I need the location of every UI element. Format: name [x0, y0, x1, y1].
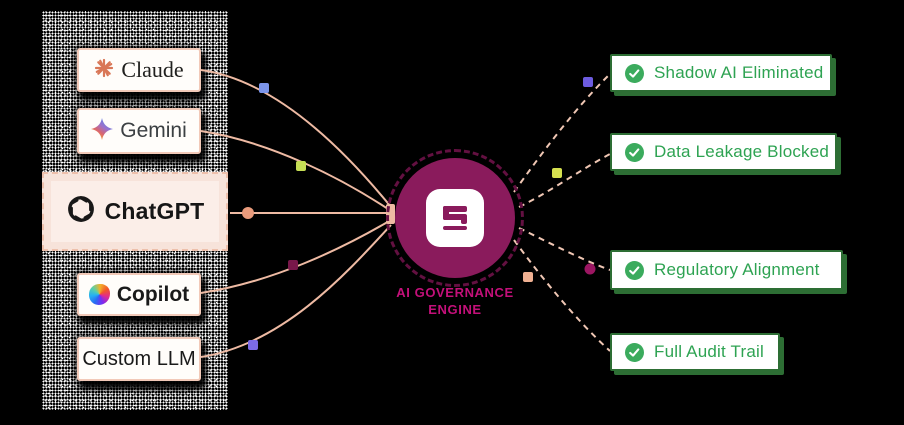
source-box-chatgpt: ChatGPT	[51, 181, 219, 242]
node-copilot	[288, 260, 298, 270]
source-box-custom-llm: Custom LLM	[77, 337, 201, 381]
copilot-icon	[88, 284, 110, 305]
node-gemini	[296, 161, 306, 171]
openai-icon	[66, 194, 96, 229]
source-box-chatgpt-highlighted: ChatGPT	[42, 172, 228, 251]
node-shadow-ai	[583, 77, 593, 87]
node-audit	[523, 272, 533, 282]
source-label: Claude	[121, 57, 184, 82]
outcome-label: Data Leakage Blocked	[654, 142, 830, 161]
outcome-shadow-ai-eliminated: Shadow AI Eliminated	[610, 54, 832, 92]
claude-starburst-icon	[94, 58, 114, 83]
node-regulatory	[584, 263, 596, 275]
ai-governance-engine-node	[386, 149, 524, 287]
check-icon	[625, 142, 644, 162]
s-logo-icon	[426, 189, 484, 247]
check-icon	[625, 63, 644, 83]
outcome-label: Regulatory Alignment	[654, 260, 820, 279]
outcome-label: Shadow AI Eliminated	[654, 63, 824, 82]
outcome-full-audit-trail: Full Audit Trail	[610, 333, 780, 371]
source-label: Custom LLM	[82, 347, 196, 370]
engine-label-line1: AI GOVERNANCE	[396, 285, 514, 300]
check-icon	[625, 260, 644, 280]
gemini-star-icon	[91, 117, 114, 145]
outcome-data-leakage-blocked: Data Leakage Blocked	[610, 133, 837, 171]
line-engine-to-data-leakage	[518, 153, 611, 208]
line-engine-to-regulatory	[518, 227, 611, 271]
node-claude	[259, 83, 269, 93]
outcome-label: Full Audit Trail	[654, 342, 764, 361]
engine-label: AI GOVERNANCE ENGINE	[370, 284, 540, 318]
line-customllm-to-engine	[200, 224, 392, 358]
source-box-copilot: Copilot	[77, 273, 201, 316]
engine-label-line2: ENGINE	[428, 302, 482, 317]
node-custom-llm	[248, 340, 258, 350]
line-copilot-to-engine	[200, 219, 392, 294]
line-engine-to-shadow-ai	[513, 73, 611, 193]
llm-sources-panel: Claude Gemini	[42, 11, 228, 410]
line-claude-to-engine	[200, 69, 392, 208]
node-data-leakage	[552, 168, 562, 178]
source-box-claude: Claude	[77, 48, 201, 92]
outcome-regulatory-alignment: Regulatory Alignment	[610, 250, 843, 290]
source-label: Gemini	[120, 119, 187, 142]
line-gemini-to-engine	[200, 130, 392, 212]
source-label: ChatGPT	[104, 198, 205, 224]
source-label: Copilot	[116, 282, 190, 306]
node-chatgpt	[242, 207, 254, 219]
check-icon	[625, 342, 644, 362]
source-box-gemini: Gemini	[77, 108, 201, 154]
